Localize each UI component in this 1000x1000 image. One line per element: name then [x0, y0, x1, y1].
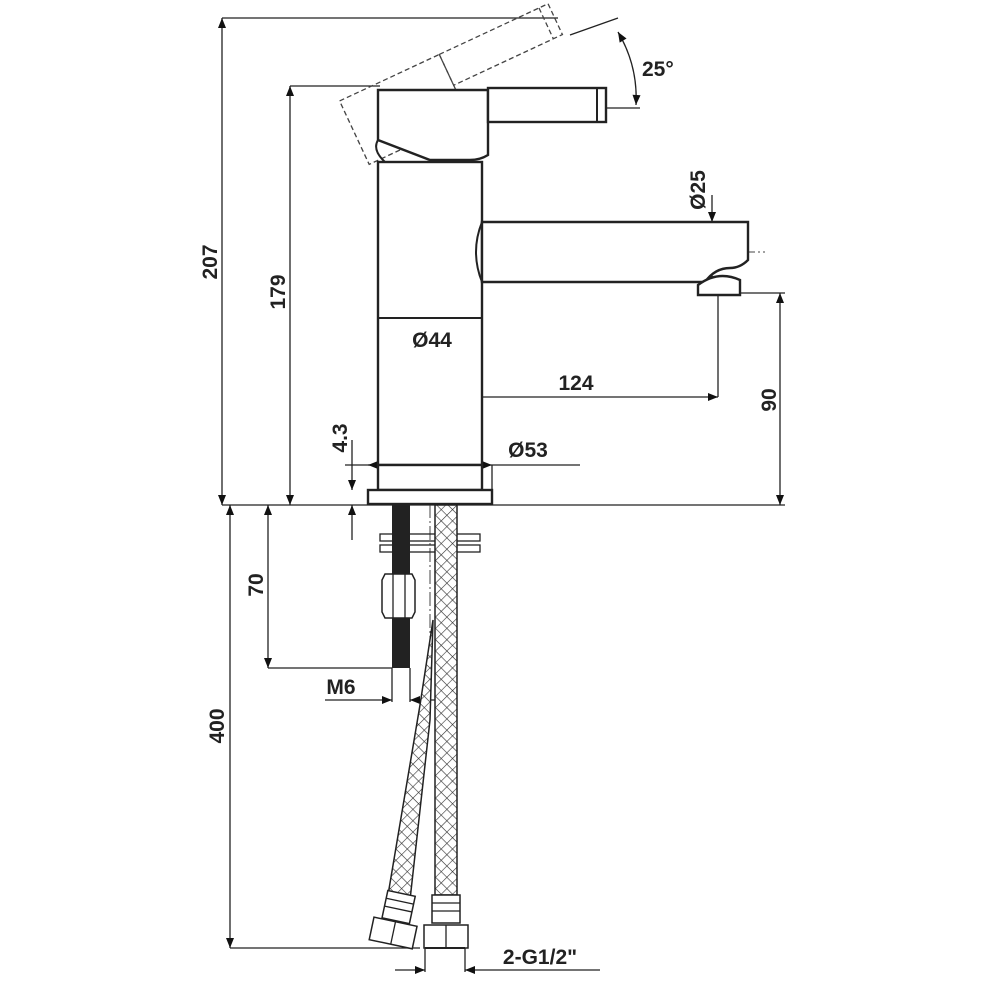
dim-rod-length: 70: [245, 573, 268, 596]
dim-body-height: 179: [267, 274, 290, 309]
dimension-lines: [218, 18, 784, 974]
faucet-body: [366, 86, 750, 506]
dim-lever-angle: 25°: [642, 58, 674, 81]
dim-body-diameter: Ø44: [412, 329, 452, 352]
dim-spout-diameter: Ø25: [687, 170, 710, 210]
dim-rod-thread: M6: [326, 676, 355, 699]
supply-hoses: [368, 504, 469, 950]
dim-spout-height: 90: [758, 388, 781, 411]
dim-total-height: 207: [199, 244, 222, 279]
dim-hose-connection: 2-G1/2": [503, 946, 577, 969]
dim-spout-reach: 124: [558, 372, 593, 395]
dim-base-diameter: Ø53: [508, 439, 548, 462]
extension-lines: [222, 17, 785, 972]
dim-base-thickness: 4.3: [329, 423, 352, 452]
dim-hose-length: 400: [206, 708, 229, 743]
mounting-rod: [379, 505, 481, 668]
